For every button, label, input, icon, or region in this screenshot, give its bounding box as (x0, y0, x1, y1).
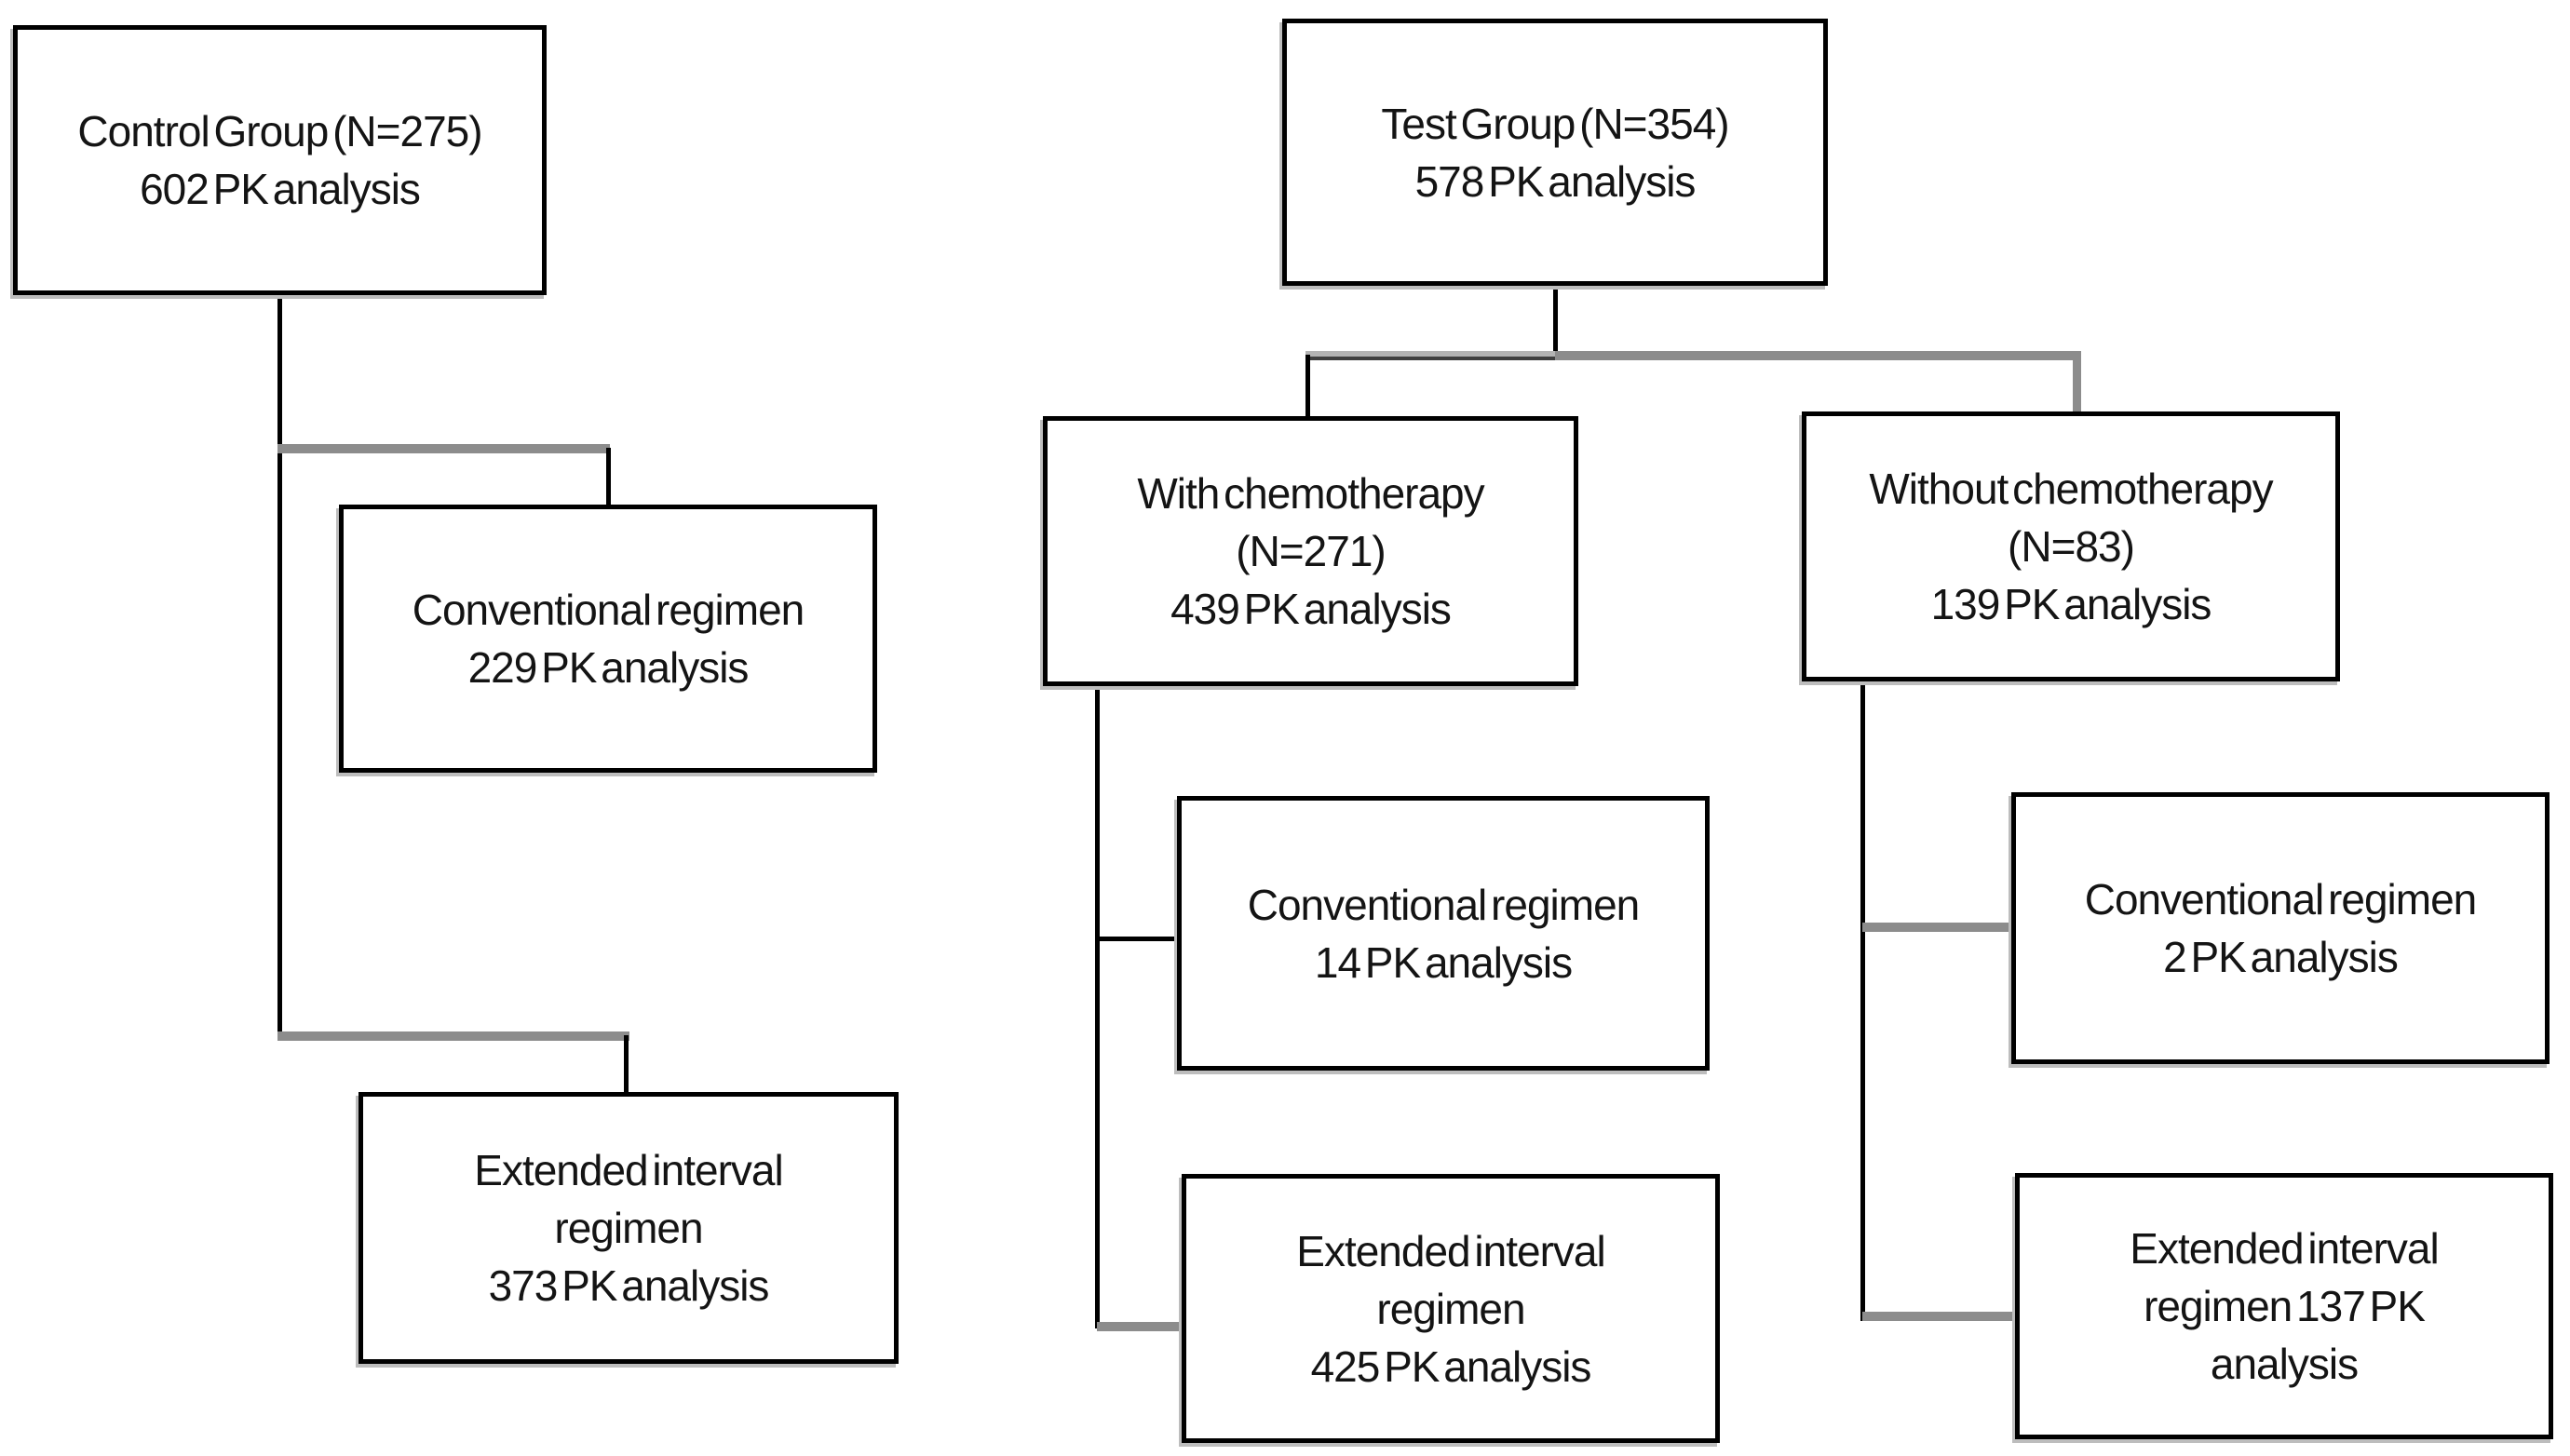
node-text-line: Without chemotherapy (1869, 465, 2273, 513)
node-text-line: With chemotherapy (1137, 469, 1484, 518)
node-text-line: regimen (1376, 1284, 1525, 1333)
node-text-line: (N=83) (2008, 522, 2135, 571)
node-text-line: Extended interval (2130, 1224, 2439, 1273)
connector-control-to-extended-horizontal (277, 1031, 629, 1041)
node-text-line: 2 PK analysis (2163, 933, 2399, 981)
connector-test-stub (1553, 286, 1558, 358)
node-extended-interval-with-chemo: Extended interval regimen 425 PK analysi… (1182, 1174, 1720, 1443)
node-extended-interval-without-chemo: Extended interval regimen 137 PK analysi… (2015, 1173, 2553, 1439)
node-conventional-regimen-without-chemo: Conventional regimen 2 PK analysis (2011, 792, 2550, 1064)
node-conventional-regimen-with-chemo: Conventional regimen 14 PK analysis (1177, 796, 1710, 1071)
node-text-line: Control Group (N=275) (77, 107, 482, 155)
node-text-line: (N=271) (1236, 527, 1386, 575)
node-text-line: Conventional regimen (1247, 880, 1640, 929)
connector-drop-to-without-chemotherapy (2073, 355, 2081, 411)
connector-to-conventional-14 (1097, 937, 1179, 941)
connector-drop-to-with-chemotherapy (1305, 355, 1310, 416)
node-test-group: Test Group (N=354) 578 PK analysis (1282, 19, 1828, 286)
node-text-line: Test Group (N=354) (1381, 99, 1729, 148)
connector-control-to-conventional-vertical (606, 448, 611, 505)
node-text-line: analysis (2210, 1340, 2359, 1388)
node-with-chemotherapy: With chemotherapy (N=271) 439 PK analysi… (1043, 416, 1578, 686)
node-text-line: 373 PK analysis (488, 1261, 770, 1310)
connector-control-to-conventional-horizontal (277, 444, 610, 453)
connector-to-extended-137 (1862, 1312, 2017, 1321)
connector-without-chemotherapy-trunk (1860, 681, 1865, 1321)
node-text-line: Conventional regimen (412, 586, 805, 634)
connector-control-trunk (277, 295, 282, 1040)
connector-with-chemotherapy-trunk (1095, 686, 1100, 1328)
node-text-line: 14 PK analysis (1314, 937, 1573, 987)
node-text-line: 139 PK analysis (1930, 580, 2212, 628)
node-text-line: 229 PK analysis (467, 643, 750, 692)
connector-test-fork-left (1305, 351, 1555, 360)
node-text-line: 602 PK analysis (140, 165, 421, 213)
node-text-line: regimen 137 PK (2144, 1282, 2426, 1330)
node-text-line: Conventional regimen (2084, 875, 2477, 923)
node-text-line: 578 PK analysis (1414, 156, 1697, 206)
node-text-line: Extended interval (1296, 1226, 1605, 1275)
connector-to-extended-425 (1097, 1322, 1184, 1331)
connector-test-fork-right (1555, 351, 2081, 360)
node-text-line: regimen (554, 1204, 703, 1252)
node-text-line: 439 PK analysis (1170, 585, 1452, 633)
node-text-line: Extended interval (474, 1146, 783, 1194)
node-extended-interval-control: Extended interval regimen 373 PK analysi… (358, 1092, 899, 1364)
connector-control-to-extended-vertical (624, 1035, 629, 1092)
node-without-chemotherapy: Without chemotherapy (N=83) 139 PK analy… (1802, 411, 2340, 681)
node-text-line: 425 PK analysis (1310, 1341, 1592, 1391)
node-conventional-regimen-control: Conventional regimen 229 PK analysis (339, 505, 877, 773)
connector-to-conventional-2 (1862, 923, 2013, 932)
node-control-group: Control Group (N=275) 602 PK analysis (13, 25, 547, 295)
